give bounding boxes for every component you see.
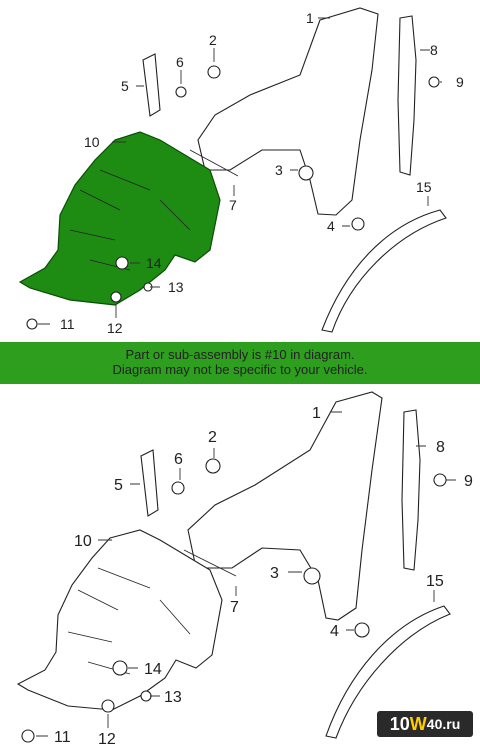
nut-part-14[interactable] — [115, 256, 129, 270]
callout-14: 14 — [144, 661, 162, 678]
callout-10: 10 — [84, 134, 100, 150]
bolt-part-13[interactable] — [140, 690, 152, 702]
callout-12: 12 — [98, 731, 116, 747]
callout-1: 1 — [306, 10, 314, 26]
bolt-part-9[interactable] — [433, 473, 447, 487]
fender-liner-part-10[interactable] — [18, 131, 221, 306]
bracket-part-8[interactable] — [397, 15, 417, 176]
callout-4: 4 — [327, 218, 335, 234]
site-logo: 10 W 40.ru — [377, 711, 473, 737]
leader-lines — [38, 17, 442, 325]
seal-strip-part-7[interactable] — [183, 549, 237, 577]
callout-9: 9 — [464, 473, 473, 490]
callout-7: 7 — [230, 599, 239, 616]
logo-prefix: 10 — [389, 713, 410, 734]
callout-2: 2 — [208, 429, 217, 446]
bracket-part-5[interactable] — [142, 53, 161, 117]
callout-8: 8 — [430, 42, 438, 58]
callout-4: 4 — [330, 623, 339, 640]
nut-part-4[interactable] — [351, 217, 365, 231]
callout-11: 11 — [60, 316, 75, 332]
callout-8: 8 — [436, 439, 445, 456]
highlighted-diagram-svg: 1 2 3 4 5 6 7 8 9 10 11 12 13 14 15 — [18, 7, 464, 336]
callout-6: 6 — [176, 54, 184, 70]
callout-5: 5 — [121, 78, 129, 94]
liner-ribs — [69, 169, 191, 271]
clip-part-2[interactable] — [207, 65, 221, 79]
notice-line-1: Part or sub-assembly is #10 in diagram. — [125, 347, 355, 362]
callout-12: 12 — [107, 320, 123, 336]
callout-15: 15 — [416, 179, 432, 195]
nut-part-6[interactable] — [171, 481, 185, 495]
bracket-part-8[interactable] — [401, 409, 421, 571]
callout-6: 6 — [174, 451, 183, 468]
callout-7: 7 — [229, 197, 237, 213]
notice-line-2: Diagram may not be specific to your vehi… — [112, 362, 368, 377]
callout-10: 10 — [74, 533, 92, 550]
callout-1: 1 — [312, 405, 321, 422]
plain-diagram-svg: 1 2 3 4 5 6 7 8 9 10 11 12 13 14 15 — [16, 391, 473, 747]
callout-13: 13 — [168, 279, 184, 295]
clip-part-2[interactable] — [205, 458, 221, 474]
nut-part-4[interactable] — [354, 622, 370, 638]
callout-2: 2 — [209, 32, 217, 48]
callout-3: 3 — [275, 162, 283, 178]
diagram-notice-banner: Part or sub-assembly is #10 in diagram. … — [0, 342, 480, 384]
screw-part-3[interactable] — [303, 567, 321, 585]
callout-11: 11 — [54, 729, 71, 746]
wheel-arch-molding-part-15[interactable] — [325, 605, 451, 739]
fender-liner-part-10[interactable] — [16, 529, 223, 711]
bolt-part-12[interactable] — [110, 291, 122, 303]
leader-lines — [36, 411, 456, 737]
callout-5: 5 — [114, 477, 123, 494]
callout-13: 13 — [164, 689, 182, 706]
highlighted-diagram: 1 2 3 4 5 6 7 8 9 10 11 12 13 14 15 — [0, 0, 480, 340]
logo-suffix: 40.ru — [426, 716, 461, 732]
wheel-arch-molding-part-15[interactable] — [321, 209, 447, 333]
bolt-part-12[interactable] — [101, 699, 115, 713]
fender-part-1[interactable] — [187, 391, 383, 621]
plain-diagram: 1 2 3 4 5 6 7 8 9 10 11 12 13 14 15 — [0, 390, 480, 747]
callout-14: 14 — [146, 255, 162, 271]
seal-strip-part-7[interactable] — [189, 149, 239, 177]
nut-part-6[interactable] — [175, 86, 187, 98]
bolt-part-9[interactable] — [428, 76, 440, 88]
logo-mark: W — [409, 713, 427, 734]
liner-ribs — [67, 567, 191, 675]
nut-part-14[interactable] — [112, 660, 128, 676]
callout-9: 9 — [456, 74, 464, 90]
callout-15: 15 — [426, 573, 444, 590]
callout-3: 3 — [270, 565, 279, 582]
bolt-part-11[interactable] — [26, 318, 38, 330]
bolt-part-11[interactable] — [21, 729, 35, 743]
bracket-part-5[interactable] — [140, 449, 159, 517]
fender-part-1[interactable] — [197, 7, 379, 216]
screw-part-3[interactable] — [298, 165, 314, 181]
